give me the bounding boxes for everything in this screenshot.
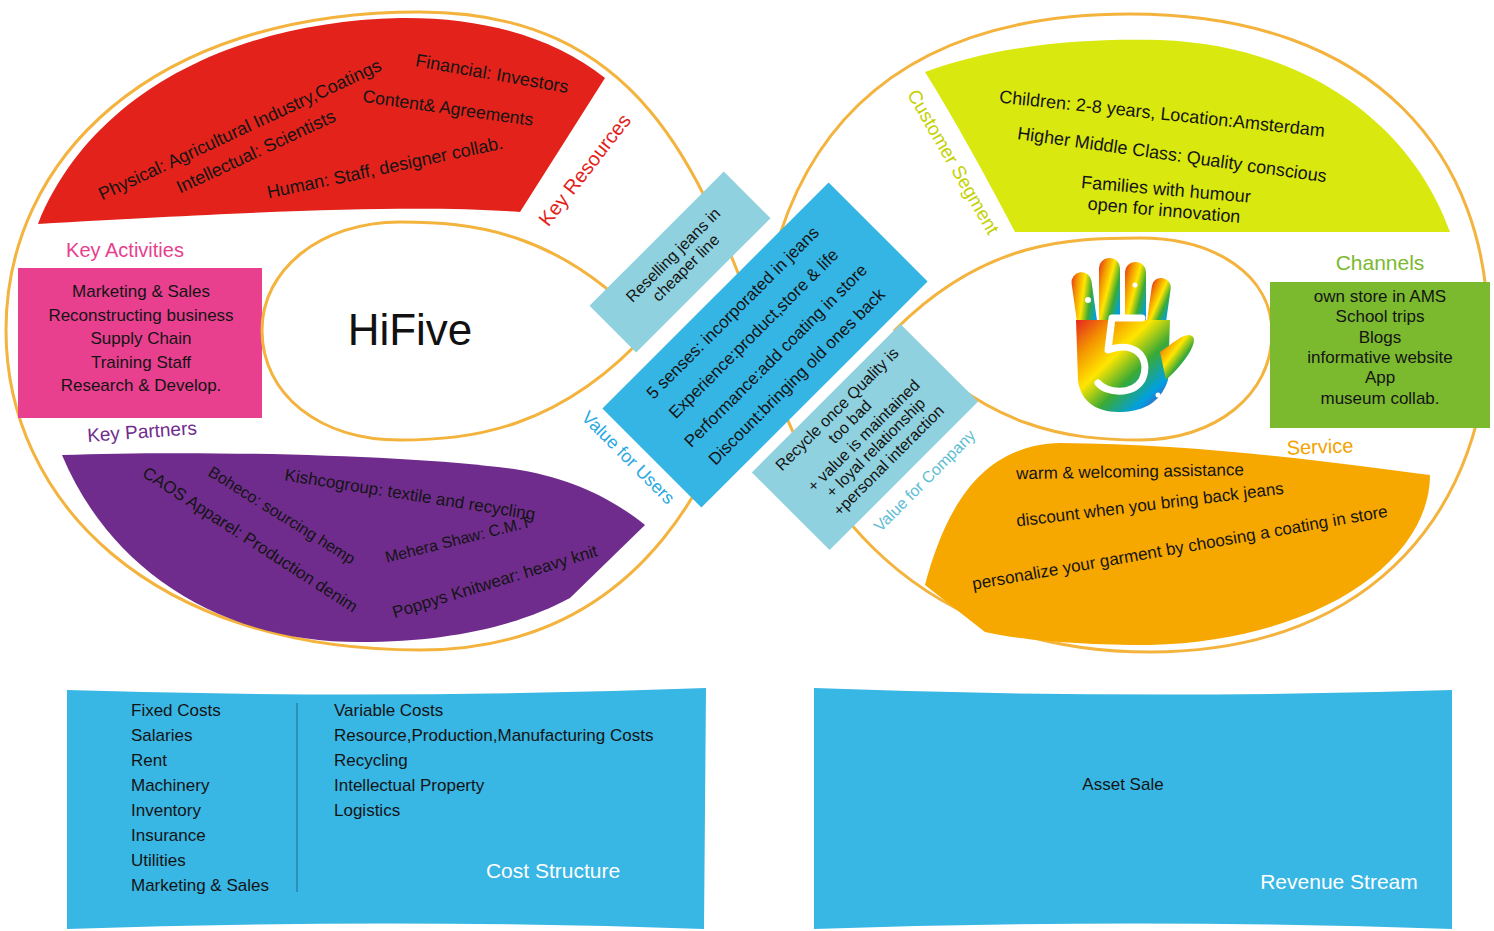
band-text: museum collab. bbox=[1320, 389, 1439, 409]
hand-palm bbox=[1076, 320, 1170, 412]
band-text: Marketing & Sales bbox=[131, 876, 269, 896]
key-partners-band-fill bbox=[62, 453, 645, 642]
section-heading: Channels bbox=[1336, 251, 1425, 275]
section-heading: Key Partners bbox=[86, 417, 197, 446]
channels-box-fill bbox=[1270, 282, 1490, 428]
brand-name: HiFive bbox=[348, 305, 473, 356]
band-text: Fixed Costs bbox=[131, 701, 221, 721]
band-text: Reconstructing business bbox=[48, 306, 233, 326]
shape-frame bbox=[62, 453, 645, 642]
band-text: App bbox=[1365, 368, 1395, 388]
section-heading: Revenue Stream bbox=[1260, 870, 1418, 894]
band-text: Asset Sale bbox=[1082, 775, 1163, 795]
shape-frame bbox=[925, 443, 1430, 645]
band-text: Marketing & Sales bbox=[72, 282, 210, 302]
shape-frame bbox=[38, 18, 605, 224]
hand-logo bbox=[1070, 258, 1194, 412]
band-text: own store in AMS bbox=[1314, 287, 1446, 307]
band-text: Utilities bbox=[131, 851, 186, 871]
paint-dot bbox=[1133, 283, 1138, 288]
band-text: warm & welcoming assistance bbox=[1016, 460, 1244, 484]
key-partners-band: Key PartnersKishcogroup: textile and rec… bbox=[62, 413, 645, 642]
shape-frame bbox=[814, 688, 1452, 929]
band-text: Research & Develop. bbox=[61, 376, 222, 396]
band-text: Blogs bbox=[1359, 328, 1402, 348]
band-text: Variable Costs bbox=[334, 701, 443, 721]
shape-frame bbox=[18, 268, 262, 418]
service-band-fill bbox=[925, 443, 1430, 645]
cost-structure-panel-fill bbox=[67, 688, 706, 929]
band-text: Rent bbox=[131, 751, 167, 771]
value-for-company-box-fill bbox=[752, 324, 978, 550]
revenue-stream-panel-fill bbox=[814, 688, 1452, 929]
band-text: Intellectual Property bbox=[334, 776, 484, 796]
band-text: informative website bbox=[1307, 348, 1453, 368]
paint-dot bbox=[1085, 297, 1091, 303]
cost-structure-panel: Cost Structure Fixed CostsSalariesRentMac… bbox=[67, 688, 706, 929]
band-text: Insurance bbox=[131, 826, 206, 846]
band-text: Inventory bbox=[131, 801, 201, 821]
shape-frame bbox=[1270, 282, 1490, 428]
shape-frame bbox=[67, 688, 706, 929]
section-heading: Service bbox=[1286, 434, 1353, 459]
customer-segment-band: Customer SegmentChildren: 2-8 years, Loc… bbox=[898, 38, 1450, 243]
band-text: Machinery bbox=[131, 776, 209, 796]
key-activities-box: Key ActivitiesMarketing & SalesReconstru… bbox=[18, 234, 262, 418]
customer-segment-band-fill bbox=[925, 40, 1450, 232]
band-text: Recycling bbox=[334, 751, 408, 771]
paint-dot bbox=[1156, 393, 1161, 398]
key-activities-box-fill bbox=[18, 268, 262, 418]
hand-five-mark bbox=[1098, 318, 1145, 391]
shape-frame bbox=[925, 40, 1450, 232]
section-heading: Key Activities bbox=[66, 239, 184, 262]
channels-box: Channels own store in AMSSchool tripsBlog… bbox=[1270, 246, 1490, 428]
key-resources-band-fill bbox=[38, 18, 605, 224]
hand-thumb bbox=[1160, 335, 1194, 380]
band-text: Resource,Production,Manufacturing Costs bbox=[334, 726, 653, 746]
shape-frame bbox=[752, 324, 978, 550]
infinity-outline bbox=[6, 12, 1488, 652]
band-text: School trips bbox=[1336, 308, 1425, 328]
service-band: Servicewarm & welcoming assistancediscou… bbox=[925, 430, 1432, 645]
band-text: Logistics bbox=[334, 801, 400, 821]
column-divider bbox=[297, 703, 298, 892]
band-text: Salaries bbox=[131, 726, 192, 746]
band-text: Supply Chain bbox=[90, 329, 191, 349]
section-heading: Cost Structure bbox=[486, 859, 620, 883]
revenue-stream-panel: Revenue Stream Asset Sale bbox=[814, 688, 1452, 929]
key-resources-band: Key ResourcesPhysical: Agricultural Indu… bbox=[38, 17, 640, 235]
band-text: Training Staff bbox=[91, 353, 191, 373]
